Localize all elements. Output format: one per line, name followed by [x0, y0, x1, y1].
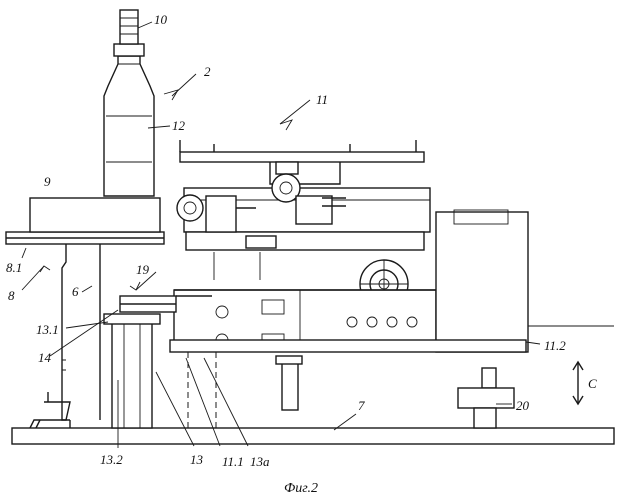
label-11: 11 [316, 92, 328, 107]
label-19: 19 [136, 262, 150, 277]
block-9 [29, 197, 161, 233]
feet [275, 355, 515, 429]
bottle-12 [103, 9, 155, 197]
label-13: 13 [190, 452, 204, 467]
dashed-guides [187, 352, 217, 428]
base-plate [11, 427, 615, 445]
label-11-2: 11.2 [544, 338, 566, 353]
label-9: 9 [44, 174, 51, 189]
label-6: 6 [72, 284, 79, 299]
label-13a: 13a [250, 454, 270, 469]
label-13-2: 13.2 [100, 452, 123, 467]
label-7: 7 [358, 398, 365, 413]
label-8-1: 8.1 [6, 260, 22, 275]
column-13 [103, 295, 212, 429]
label-20: 20 [516, 398, 530, 413]
label-c: C [588, 376, 597, 391]
label-2: 2 [204, 64, 211, 79]
label-13-1: 13.1 [36, 322, 59, 337]
direction-arrow-c [572, 360, 584, 406]
figure-caption: Фиг.2 [284, 481, 318, 496]
label-12: 12 [172, 118, 186, 133]
label-10: 10 [154, 12, 168, 27]
upper-carriage-11 [176, 140, 431, 280]
leader-lines [21, 21, 541, 448]
label-11-1: 11.1 [222, 454, 244, 469]
right-frame [169, 209, 614, 353]
label-14: 14 [38, 350, 52, 365]
left-post [5, 231, 165, 429]
label-8: 8 [8, 288, 15, 303]
